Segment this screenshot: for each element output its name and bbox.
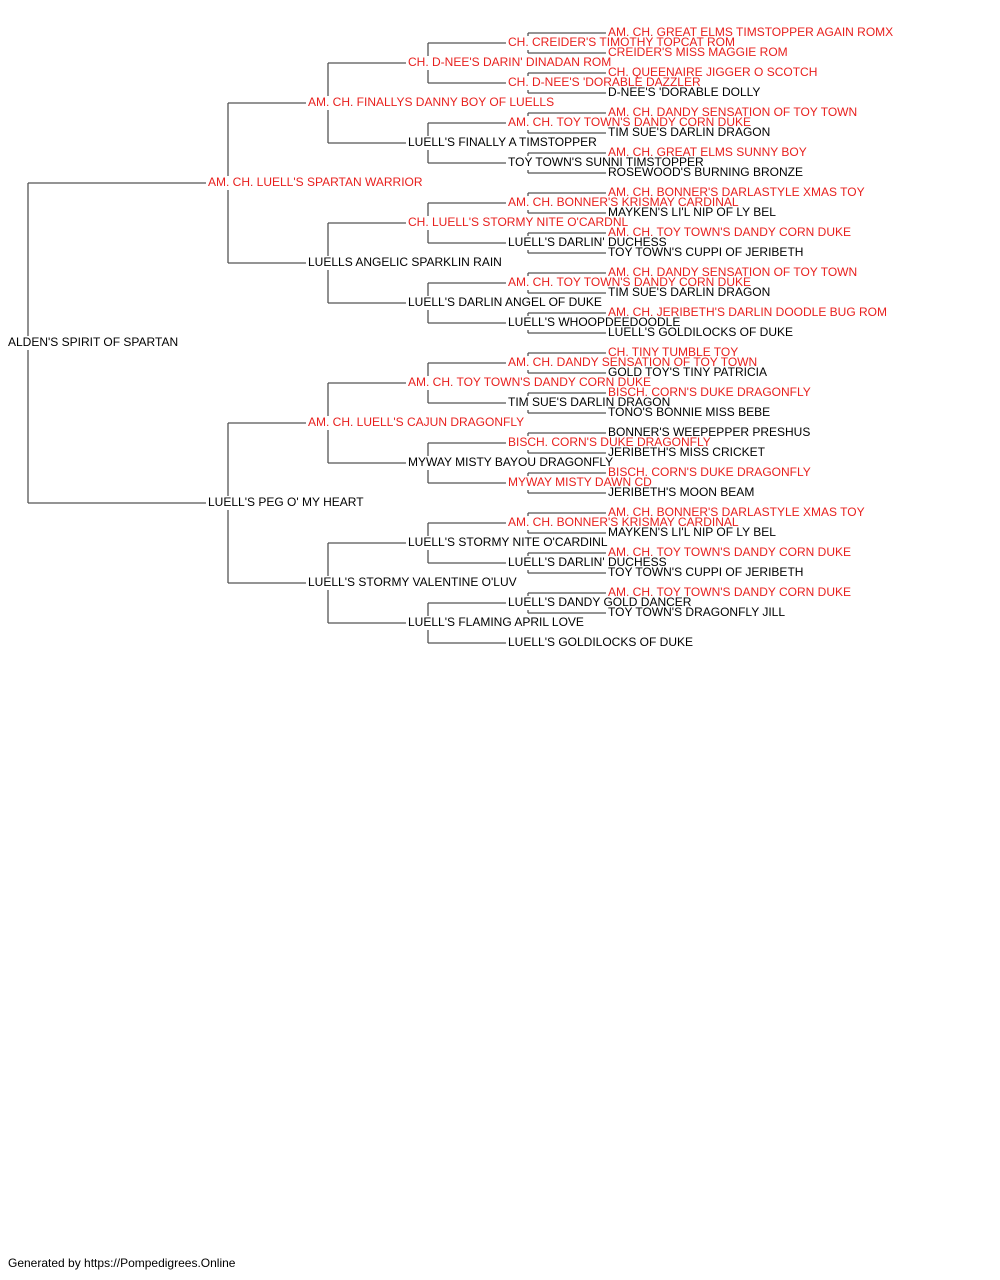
dog-name-gen2: LUELLS ANGELIC SPARKLIN RAIN (308, 255, 502, 269)
dog-name-gen4: AM. CH. TOY TOWN'S DANDY CORN DUKE (508, 275, 751, 289)
dog-name-gen4: LUELL'S GOLDILOCKS OF DUKE (508, 635, 693, 649)
dog-name-gen4: MYWAY MISTY DAWN CD (508, 475, 652, 489)
dog-name-gen5: AM. CH. TOY TOWN'S DANDY CORN DUKE (608, 225, 851, 239)
dog-name-gen5: ROSEWOOD'S BURNING BRONZE (608, 165, 803, 179)
dog-name-gen5: AM. CH. JERIBETH'S DARLIN DOODLE BUG ROM (608, 305, 887, 319)
dog-name-gen5: TIM SUE'S DARLIN DRAGON (608, 125, 770, 139)
dog-name-gen4: LUELL'S DANDY GOLD DANCER (508, 595, 692, 609)
dog-name-gen4: TOY TOWN'S SUNNI TIMSTOPPER (508, 155, 704, 169)
dog-name-gen4: CH. CREIDER'S TIMOTHY TOPCAT ROM (508, 35, 735, 49)
dog-name-gen5: BISCH. CORN'S DUKE DRAGONFLY (608, 465, 811, 479)
dog-name-gen5: CH. TINY TUMBLE TOY (608, 345, 738, 359)
dog-name-gen1: LUELL'S PEG O' MY HEART (208, 495, 364, 509)
dog-name-gen5: AM. CH. BONNER'S DARLASTYLE XMAS TOY (608, 185, 865, 199)
dog-name-gen5: TONO'S BONNIE MISS BEBE (608, 405, 770, 419)
dog-name-gen2: LUELL'S STORMY VALENTINE O'LUV (308, 575, 517, 589)
dog-name-gen5: D-NEE'S 'DORABLE DOLLY (608, 85, 760, 99)
dog-name-gen5: TIM SUE'S DARLIN DRAGON (608, 285, 770, 299)
dog-name-gen5: JERIBETH'S MISS CRICKET (608, 445, 766, 459)
dog-name-gen3: LUELL'S STORMY NITE O'CARDINL (408, 535, 608, 549)
dog-name-gen5: AM. CH. DANDY SENSATION OF TOY TOWN (608, 265, 857, 279)
dog-name-gen5: TOY TOWN'S CUPPI OF JERIBETH (608, 245, 803, 259)
dog-name-gen5: AM. CH. TOY TOWN'S DANDY CORN DUKE (608, 545, 851, 559)
dog-name-gen0: ALDEN'S SPIRIT OF SPARTAN (8, 335, 178, 349)
dog-name-gen4: AM. CH. DANDY SENSATION OF TOY TOWN (508, 355, 757, 369)
dog-name-gen4: AM. CH. BONNER'S KRISMAY CARDINAL (508, 515, 739, 529)
dog-name-gen5: MAYKEN'S LI'L NIP OF LY BEL (608, 525, 776, 539)
dog-name-gen4: LUELL'S WHOOPDEEDOODLE (508, 315, 680, 329)
dog-name-gen5: CH. QUEENAIRE JIGGER O SCOTCH (608, 65, 817, 79)
dog-name-gen5: LUELL'S GOLDILOCKS OF DUKE (608, 325, 793, 339)
dog-name-gen2: AM. CH. LUELL'S CAJUN DRAGONFLY (308, 415, 524, 429)
dog-name-gen3: CH. LUELL'S STORMY NITE O'CARDNL (408, 215, 629, 229)
dog-name-gen4: BISCH. CORN'S DUKE DRAGONFLY (508, 435, 711, 449)
dog-name-gen1: AM. CH. LUELL'S SPARTAN WARRIOR (208, 175, 423, 189)
dog-name-gen5: CREIDER'S MISS MAGGIE ROM (608, 45, 788, 59)
dog-name-gen5: GOLD TOY'S TINY PATRICIA (608, 365, 767, 379)
dog-name-gen4: CH. D-NEE'S 'DORABLE DAZZLER (508, 75, 701, 89)
dog-name-gen5: AM. CH. BONNER'S DARLASTYLE XMAS TOY (608, 505, 865, 519)
dog-name-gen5: AM. CH. TOY TOWN'S DANDY CORN DUKE (608, 585, 851, 599)
dog-name-gen5: AM. CH. DANDY SENSATION OF TOY TOWN (608, 105, 857, 119)
dog-name-gen4: AM. CH. BONNER'S KRISMAY CARDINAL (508, 195, 739, 209)
dog-name-gen3: AM. CH. TOY TOWN'S DANDY CORN DUKE (408, 375, 651, 389)
dog-name-gen3: LUELL'S FINALLY A TIMSTOPPER (408, 135, 597, 149)
dog-name-gen3: MYWAY MISTY BAYOU DRAGONFLY (408, 455, 613, 469)
dog-name-gen5: TOY TOWN'S CUPPI OF JERIBETH (608, 565, 803, 579)
dog-name-gen4: LUELL'S DARLIN' DUCHESS (508, 555, 667, 569)
dog-name-gen3: CH. D-NEE'S DARIN' DINADAN ROM (408, 55, 611, 69)
dog-name-gen5: BISCH. CORN'S DUKE DRAGONFLY (608, 385, 811, 399)
dog-name-gen3: LUELL'S DARLIN ANGEL OF DUKE (408, 295, 602, 309)
dog-name-gen3: LUELL'S FLAMING APRIL LOVE (408, 615, 584, 629)
dog-name-gen4: LUELL'S DARLIN' DUCHESS (508, 235, 667, 249)
dog-name-gen2: AM. CH. FINALLYS DANNY BOY OF LUELLS (308, 95, 554, 109)
dog-name-gen5: BONNER'S WEEPEPPER PRESHUS (608, 425, 810, 439)
dog-name-gen5: AM. CH. GREAT ELMS TIMSTOPPER AGAIN ROMX (608, 25, 893, 39)
dog-name-gen4: AM. CH. TOY TOWN'S DANDY CORN DUKE (508, 115, 751, 129)
footer-credit: Generated by https://Pompedigrees.Online (8, 1256, 236, 1270)
dog-name-gen4: TIM SUE'S DARLIN DRAGON (508, 395, 670, 409)
dog-name-gen5: AM. CH. GREAT ELMS SUNNY BOY (608, 145, 807, 159)
dog-name-gen5: TOY TOWN'S DRAGONFLY JILL (608, 605, 785, 619)
dog-name-gen5: JERIBETH'S MOON BEAM (608, 485, 754, 499)
dog-name-gen5: MAYKEN'S LI'L NIP OF LY BEL (608, 205, 776, 219)
